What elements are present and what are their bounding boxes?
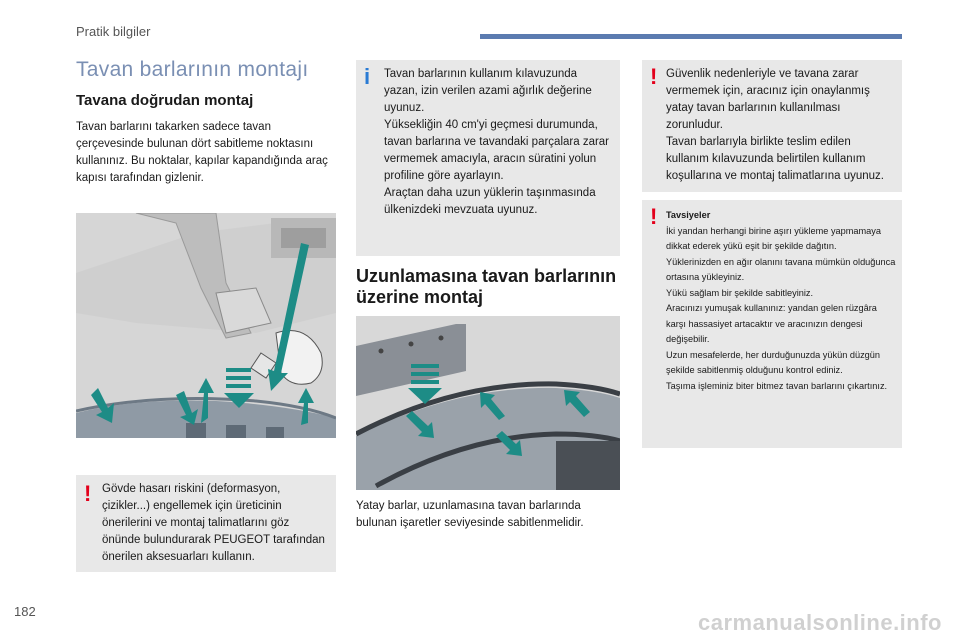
advice-line: Yüklerinizden en ağır olanını tavana müm… [666, 256, 896, 283]
exclamation-icon: ! [84, 481, 92, 506]
warning-text: Gövde hasarı riskini (deformasyon, çizik… [102, 483, 325, 563]
warning-body-damage: ! Gövde hasarı riskini (deformasyon, çiz… [76, 475, 336, 572]
warning-text: Güvenlik nedenleriyle ve tavana zarar ve… [666, 66, 896, 185]
info-line: Tavan barlarının kullanım kılavuzunda ya… [384, 68, 592, 114]
roof-fixing-illustration [76, 213, 336, 438]
figure-caption: Yatay barlar, uzunlamasına tavan barları… [356, 500, 584, 529]
section-label: Pratik bilgiler [76, 24, 151, 39]
advice-box: ! Tavsiyeler İki yandan herhangi birine … [642, 200, 902, 448]
info-line: Yüksekliğin 40 cm'yi geçmesi durumunda, … [384, 119, 610, 182]
longitudinal-bars-drawing [356, 316, 620, 490]
longitudinal-bars-illustration [356, 316, 620, 490]
page-title: Tavan barlarının montajı [76, 58, 309, 81]
header-bar [480, 34, 902, 39]
section-body-direct: Tavan barlarını takarken sadece tavan çe… [76, 121, 328, 184]
exclamation-icon: ! [650, 64, 658, 89]
advice-text: Tavsiyeler İki yandan herhangi birine aş… [666, 208, 898, 394]
advice-line: İki yandan herhangi birine aşırı yükleme… [666, 225, 881, 252]
info-icon: i [364, 64, 371, 89]
advice-line: Uzun mesafelerde, her durduğunuzda yükün… [666, 349, 881, 376]
section-heading-longitudinal: Uzunlamasına tavan barlarının üzerine mo… [356, 266, 617, 307]
watermark: carmanualsonline.info [698, 610, 942, 635]
info-text: Tavan barlarının kullanım kılavuzunda ya… [384, 66, 614, 219]
roof-fixing-drawing [76, 213, 336, 438]
advice-title: Tavsiyeler [666, 210, 711, 220]
advice-line: Yükü sağlam bir şekilde sabitleyiniz. [666, 287, 814, 298]
exclamation-icon: ! [650, 204, 658, 229]
warning-safety: ! Güvenlik nedenleriyle ve tavana zarar … [642, 60, 902, 192]
warning-line: Güvenlik nedenleriyle ve tavana zarar ve… [666, 68, 870, 131]
advice-line: Aracınızı yumuşak kullanınız: yandan gel… [666, 303, 877, 344]
warning-line: Tavan barlarıyla birlikte teslim edilen … [666, 136, 884, 182]
info-usage: i Tavan barlarının kullanım kılavuzunda … [356, 60, 620, 256]
advice-line: Taşıma işleminiz biter bitmez tavan barl… [666, 380, 888, 391]
page-number: 182 [14, 604, 36, 619]
section-heading-direct: Tavana doğrudan montaj [76, 92, 254, 109]
info-line: Araçtan daha uzun yüklerin taşınmasında … [384, 187, 596, 216]
